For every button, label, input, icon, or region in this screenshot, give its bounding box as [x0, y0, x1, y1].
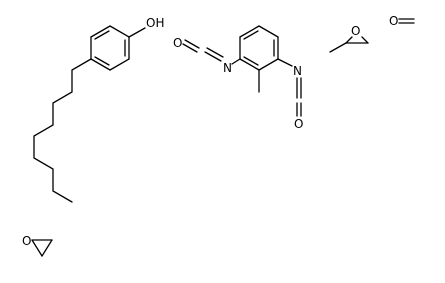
ethylene-oxide-molecule: O — [22, 234, 53, 257]
isocyanate2-nitrogen-label: N — [293, 64, 302, 78]
tdi-benzene-ring — [239, 25, 279, 71]
formaldehyde-oxygen-label: O — [389, 14, 398, 28]
hydroxyl-label: OH — [146, 16, 164, 30]
formaldehyde-molecule: O — [389, 14, 415, 28]
isocyanate2-oxygen-label: O — [294, 117, 303, 131]
isocyanate1-nitrogen-label: N — [223, 61, 232, 75]
nonyl-chain — [33, 58, 92, 203]
isocyanate1-oxygen-label: O — [173, 36, 182, 50]
propylene-oxide-oxygen-label: O — [351, 24, 360, 38]
ethylene-oxide-oxygen-label: O — [22, 234, 31, 248]
propylene-oxide-molecule: O — [329, 24, 369, 53]
toluene-diisocyanate-molecule: N O N O — [173, 25, 303, 131]
nonylphenol-molecule: OH — [33, 16, 164, 203]
nonylphenol-benzene-ring — [90, 25, 130, 71]
